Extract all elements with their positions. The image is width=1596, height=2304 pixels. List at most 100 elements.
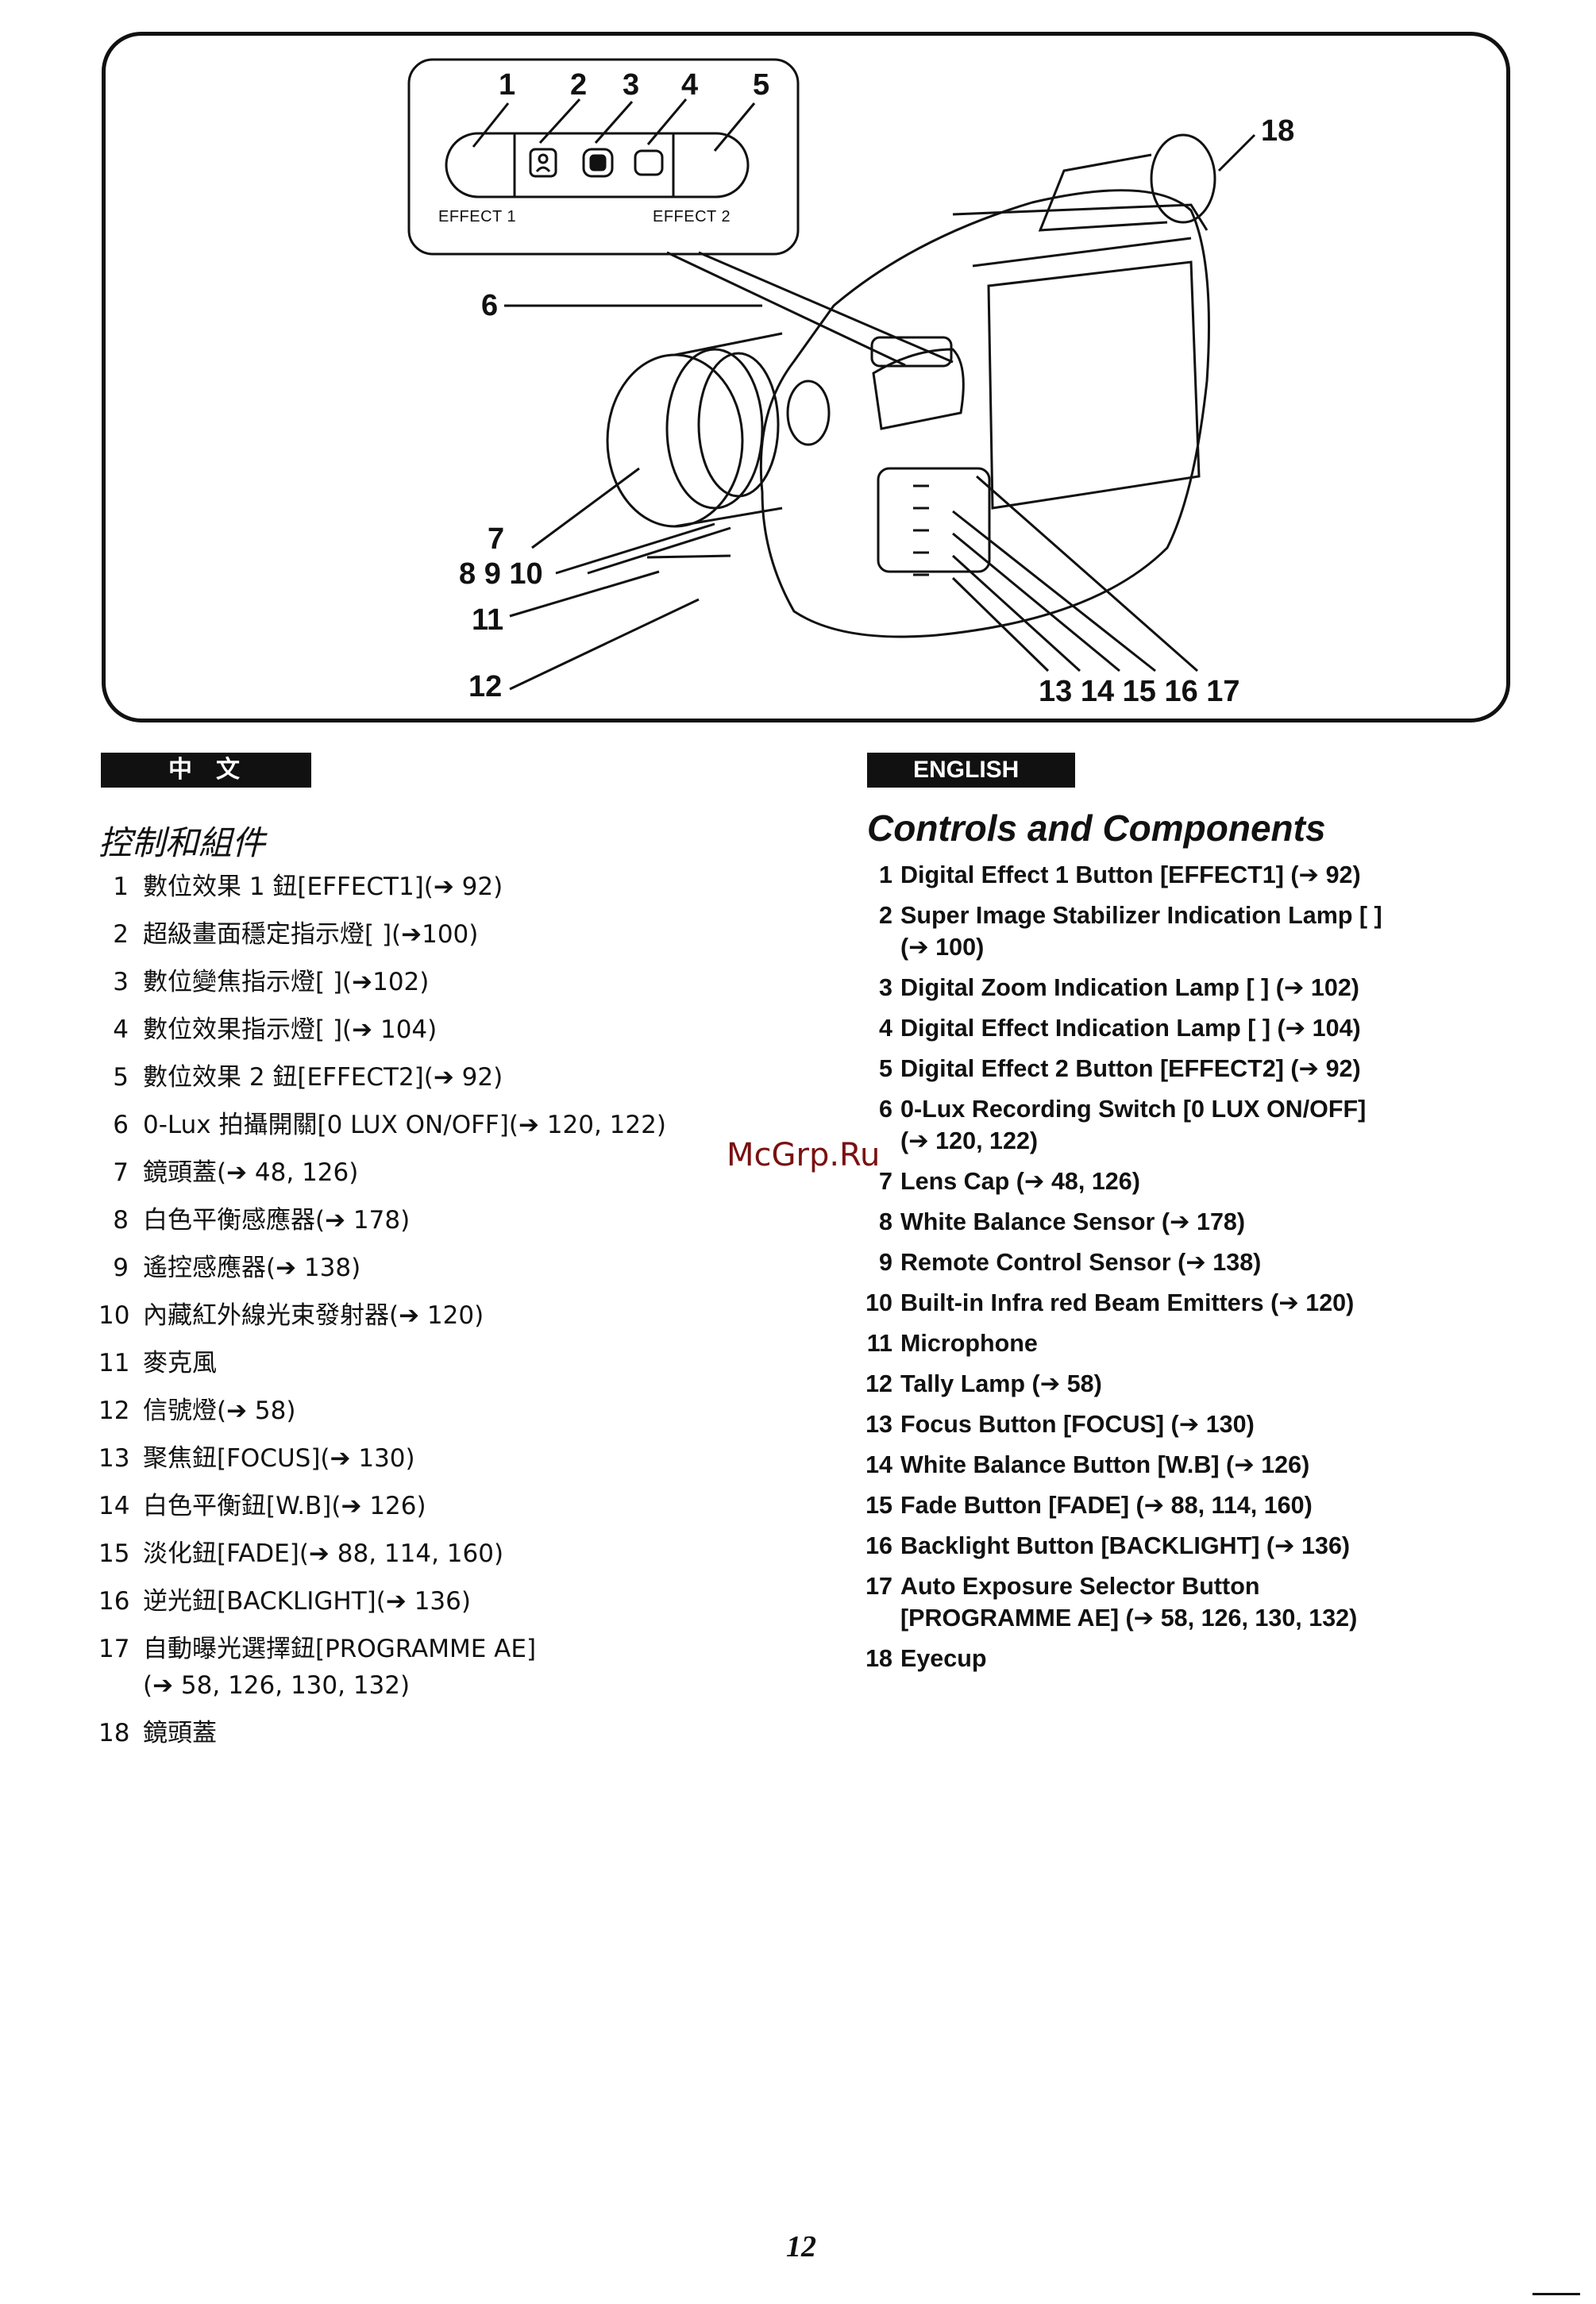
page-number: 12: [786, 2230, 816, 2264]
callout-4: 4: [681, 68, 699, 102]
list-item: 13 聚焦鈕[FOCUS](➔ 130): [98, 1440, 813, 1477]
list-item: 2 超級畫面穩定指示燈[ ](➔100): [98, 916, 813, 953]
list-item: 15 Fade Button [FADE] (➔ 88, 114, 160): [862, 1489, 1545, 1521]
item-number: 16: [98, 1587, 130, 1616]
item-text: 0-Lux Recording Switch [0 LUX ON/OFF]: [900, 1096, 1367, 1123]
lens-assembly: [606, 332, 783, 528]
item-number: 15: [865, 1492, 892, 1519]
camcorder-illustration: [407, 58, 1256, 691]
callout-18: 18: [1261, 114, 1295, 148]
chinese-heading: 控制和組件: [98, 823, 266, 862]
corner-rule: [1532, 2293, 1580, 2295]
item-number: 14: [98, 1492, 130, 1520]
item-number: 1: [879, 861, 892, 888]
callout-11: 11: [472, 603, 504, 637]
item-number: 10: [865, 1289, 892, 1316]
callout-13-17: 13 14 15 16 17: [1039, 675, 1240, 708]
item-number: 1: [113, 873, 129, 901]
item-text: Super Image Stabilizer Indication Lamp […: [900, 902, 1382, 929]
callout-8-9-10: 8 9 10: [459, 557, 543, 591]
item-number: 11: [98, 1349, 130, 1377]
item-text: 自動曝光選擇鈕[PROGRAMME AE]: [143, 1635, 537, 1663]
item-number: 9: [113, 1254, 129, 1282]
callout-2: 2: [570, 68, 588, 102]
item-text: Digital Effect 2 Button [EFFECT2] (➔ 92): [900, 1055, 1361, 1082]
callout-5: 5: [753, 68, 770, 102]
item-text: 鏡頭蓋: [143, 1719, 217, 1747]
item-text: 白色平衡鈕[W.B](➔ 126): [143, 1492, 426, 1520]
item-number: 15: [98, 1539, 130, 1568]
list-item: 17 Auto Exposure Selector Button [PROGRAMM…: [862, 1570, 1545, 1634]
item-text: Lens Cap (➔ 48, 126): [900, 1168, 1140, 1195]
leader-lines: [504, 304, 1198, 691]
callout-12: 12: [468, 670, 503, 703]
item-number: 3: [879, 974, 892, 1001]
list-item: 7 鏡頭蓋(➔ 48, 126): [98, 1154, 813, 1191]
english-component-list: 1 Digital Effect 1 Button [EFFECT1] (➔ 92…: [862, 859, 1545, 1683]
item-text: Tally Lamp (➔ 58): [900, 1370, 1102, 1397]
item-number: 8: [113, 1206, 129, 1235]
item-text: Fade Button [FADE] (➔ 88, 114, 160): [900, 1492, 1313, 1519]
item-text: Digital Effect 1 Button [EFFECT1] (➔ 92): [900, 861, 1361, 888]
item-number: 14: [865, 1451, 892, 1478]
item-number: 17: [98, 1635, 130, 1663]
list-item: 1 Digital Effect 1 Button [EFFECT1] (➔ 92…: [862, 859, 1545, 891]
item-number: 7: [113, 1158, 129, 1187]
list-item: 10 Built-in Infra red Beam Emitters (➔ 12…: [862, 1287, 1545, 1319]
item-number: 4: [879, 1015, 892, 1042]
list-item: 11 麥克風: [98, 1345, 813, 1381]
item-text: 白色平衡感應器(➔ 178): [143, 1206, 411, 1235]
item-number: 13: [98, 1444, 130, 1473]
item-number: 10: [98, 1301, 130, 1330]
english-heading: Controls and Components: [867, 807, 1326, 849]
list-item: 15 淡化鈕[FADE](➔ 88, 114, 160): [98, 1535, 813, 1572]
item-number: 17: [865, 1573, 892, 1600]
item-text: 淡化鈕[FADE](➔ 88, 114, 160): [143, 1539, 504, 1568]
item-text: Remote Control Sensor (➔ 138): [900, 1249, 1262, 1276]
chinese-component-list: 1 數位效果 1 鈕[EFFECT1](➔ 92) 2 超級畫面穩定指示燈[ ](➔…: [98, 869, 813, 1763]
item-text: 數位效果 1 鈕[EFFECT1](➔ 92): [143, 873, 503, 901]
list-item: 5 Digital Effect 2 Button [EFFECT2] (➔ 92…: [862, 1053, 1545, 1085]
list-item: 14 White Balance Button [W.B] (➔ 126): [862, 1449, 1545, 1481]
item-text-continued: [PROGRAMME AE] (➔ 58, 126, 130, 132): [900, 1605, 1358, 1632]
item-text: 數位變焦指示燈[ ](➔102): [143, 968, 430, 996]
camcorder-body: [759, 189, 1210, 638]
effect1-label: EFFECT 1: [438, 208, 517, 225]
item-text: Auto Exposure Selector Button: [900, 1573, 1260, 1600]
item-number: 6: [879, 1096, 892, 1123]
item-text: 0-Lux 拍攝開關[0 LUX ON/OFF](➔ 120, 122): [143, 1111, 666, 1139]
list-item: 2 Super Image Stabilizer Indication Lamp …: [862, 900, 1545, 963]
eyecup: [1038, 133, 1256, 232]
callout-1: 1: [499, 68, 516, 102]
item-number: 5: [879, 1055, 892, 1082]
item-text: 聚焦鈕[FOCUS](➔ 130): [143, 1444, 415, 1473]
list-item: 1 數位效果 1 鈕[EFFECT1](➔ 92): [98, 869, 813, 905]
item-text: 鏡頭蓋(➔ 48, 126): [143, 1158, 359, 1187]
item-text: Digital Zoom Indication Lamp [ ] (➔ 102): [900, 974, 1359, 1001]
item-number: 2: [879, 902, 892, 929]
item-text: 麥克風: [143, 1349, 217, 1377]
item-text: 數位效果指示燈[ ](➔ 104): [143, 1015, 438, 1044]
item-number: 6: [113, 1111, 129, 1139]
item-number: 9: [879, 1249, 892, 1276]
item-text: Digital Effect Indication Lamp [ ] (➔ 10…: [900, 1015, 1361, 1042]
item-number: 2: [113, 920, 129, 949]
english-section-tag: ENGLISH: [867, 753, 1075, 788]
item-text: White Balance Button [W.B] (➔ 126): [900, 1451, 1310, 1478]
list-item: 3 Digital Zoom Indication Lamp [ ] (➔ 102…: [862, 972, 1545, 1004]
chinese-tag-text: 中 文: [168, 757, 240, 783]
item-text: Built-in Infra red Beam Emitters (➔ 120): [900, 1289, 1355, 1316]
item-text: Backlight Button [BACKLIGHT] (➔ 136): [900, 1532, 1351, 1559]
item-text: 超級畫面穩定指示燈[ ](➔100): [143, 920, 479, 949]
